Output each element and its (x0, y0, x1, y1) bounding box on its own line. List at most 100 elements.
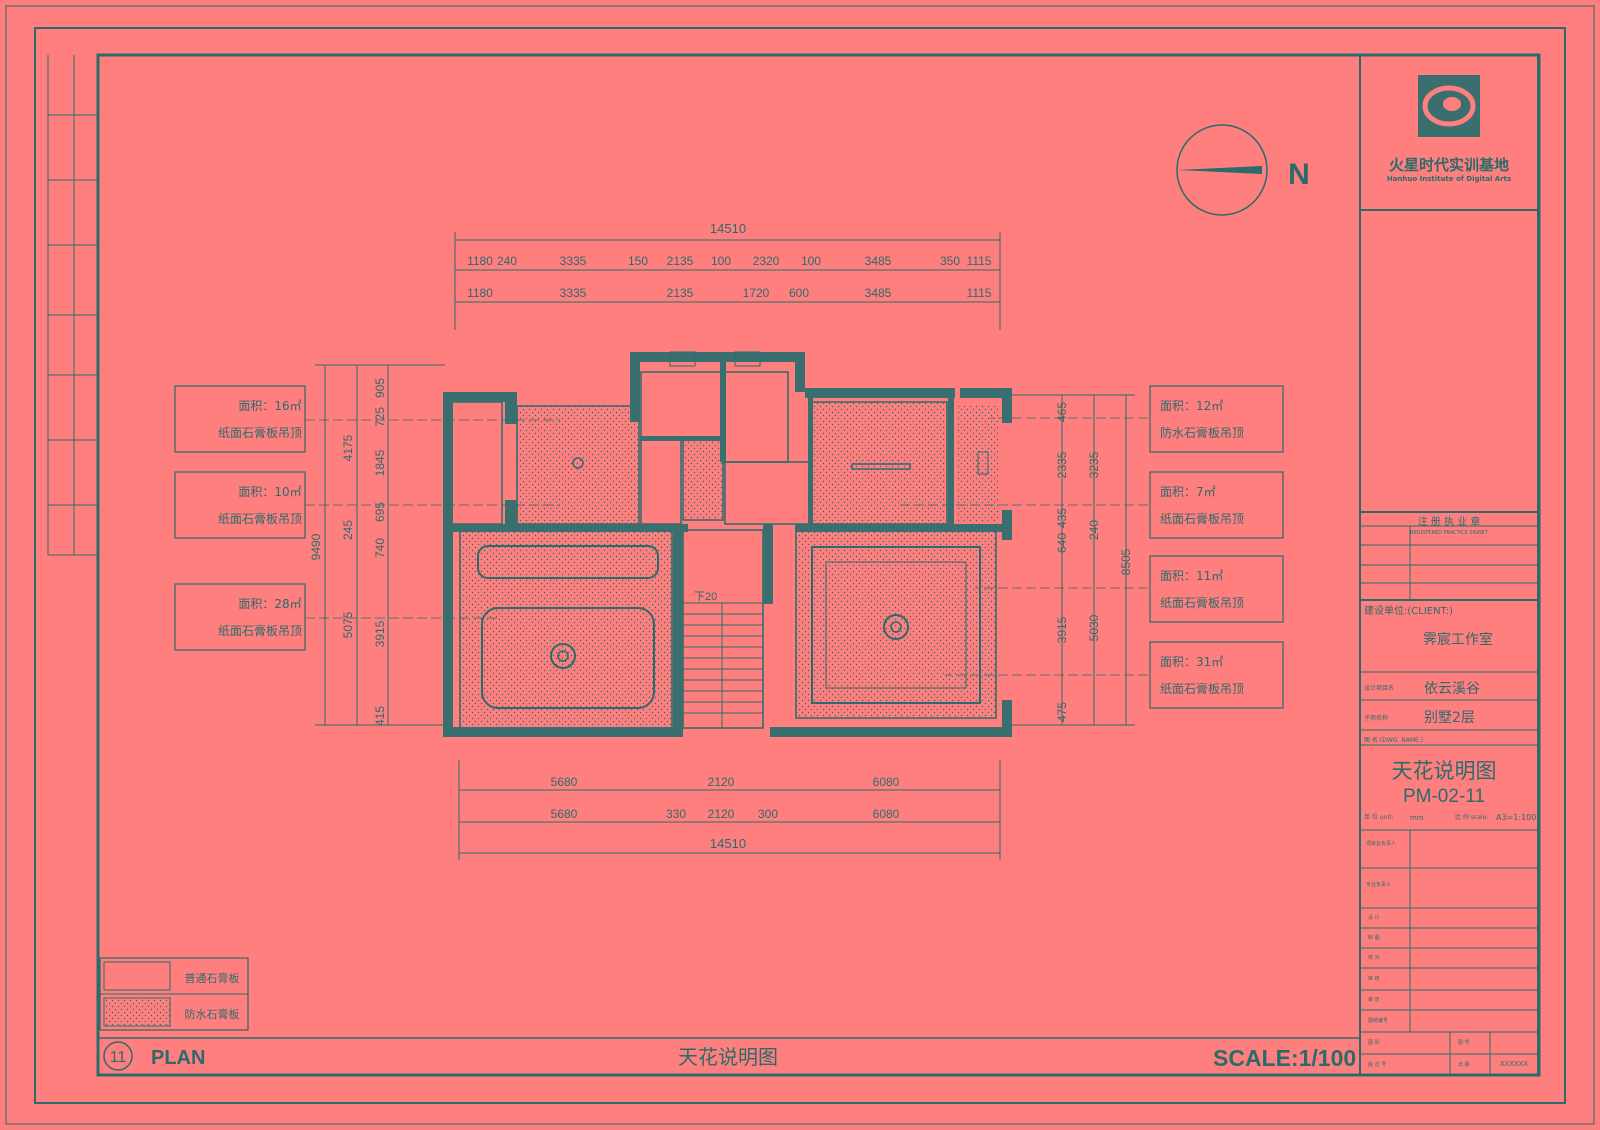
seal-title: 注 册 执 业 章 (1418, 515, 1481, 528)
dim-top-5: 2135 (667, 254, 694, 268)
dim-right-in-1: 465 (1055, 402, 1069, 422)
dim-bot-3: 6080 (873, 775, 900, 789)
plan-title: 天花说明图 (678, 1045, 778, 1069)
plan-scale: SCALE:1/100 (1213, 1045, 1356, 1071)
dim-right-in-5: 3915 (1055, 616, 1069, 643)
dim-top-2: 240 (497, 254, 517, 268)
client-name: 霁宸工作室 (1423, 631, 1493, 648)
scale-label: 比 例 scale: (1455, 813, 1488, 821)
dim-left-in-3: 1845 (373, 449, 387, 476)
dim-top-11: 1115 (967, 254, 992, 268)
dim-right-in-2: 2335 (1055, 451, 1069, 478)
dim-bot-1: 5680 (551, 775, 578, 789)
note-right-area: 面积：11㎡ (1160, 569, 1223, 583)
area-notes-right: 面积：12㎡ 防水石膏板吊顶 面积：7㎡ 纸面石膏板吊顶 面积：11㎡ 纸面石膏… (1149, 385, 1284, 709)
dim-top-3: 3335 (560, 254, 587, 268)
dim-top2-1: 1180 (467, 286, 493, 300)
note-left-area: 面积：10㎡ (238, 485, 301, 499)
date-value: XXXXXX (1500, 1061, 1528, 1068)
dim-bot-total: 14510 (710, 836, 746, 851)
note-right-type: 纸面石膏板吊顶 (1160, 595, 1244, 610)
role-row: 专业负责人 (1366, 881, 1391, 888)
dim-left-in-2: 725 (373, 407, 387, 427)
dim-top2-5: 600 (789, 286, 809, 300)
note-left-type: 纸面石膏板吊顶 (218, 623, 302, 638)
dim-bot2-1: 5680 (551, 807, 578, 821)
role-row: 校 对 (1368, 954, 1380, 961)
legend-label: 防水石膏板 (185, 1007, 240, 1021)
dim-right-mid-1: 3235 (1087, 451, 1101, 478)
dim-top2-2: 3335 (560, 286, 587, 300)
logo-name: 火星时代实训基地 (1389, 156, 1509, 174)
dimension-lines (315, 232, 1135, 860)
leader-lines (305, 417, 1148, 676)
note-left-type: 纸面石膏板吊顶 (218, 425, 302, 440)
dim-left-mid-1: 4175 (341, 434, 355, 461)
client-label: 建设单位:(CLIENT:) (1364, 604, 1453, 617)
dim-left-mid-2: 245 (341, 520, 355, 540)
dim-top-7: 2320 (753, 254, 780, 268)
role-row: 审 定 (1368, 996, 1380, 1003)
plan-label: PLAN (151, 1047, 205, 1069)
legend-swatch-plain (103, 961, 171, 991)
bedroom-ceiling-left (517, 406, 639, 524)
living-ceiling-right (796, 530, 996, 718)
dim-left-in-7: 415 (373, 706, 387, 726)
dim-top-total: 14510 (710, 221, 746, 236)
dim-right-in-3: 435 (1055, 508, 1069, 528)
dim-bot2-2: 330 (666, 807, 686, 821)
dim-top-10: 350 (940, 254, 960, 268)
role-row: 图纸编号 (1368, 1017, 1388, 1024)
dim-bot2-3: 2120 (708, 807, 735, 821)
dim-left-in-6: 3915 (373, 620, 387, 647)
role-row: 审 核 (1368, 975, 1380, 982)
dim-top2-3: 2135 (667, 286, 694, 300)
drawing-number: PM-02-11 (1403, 786, 1485, 807)
dim-top2-6: 3485 (865, 286, 892, 300)
bottom-cell: 图 别 (1368, 1039, 1380, 1046)
dim-right-outer: 8505 (1119, 548, 1133, 575)
company-logo: 火星时代实训基地 Hanhuo Institute of Digital Art… (1387, 75, 1511, 183)
dim-top-4: 150 (628, 254, 648, 268)
dim-left-mid-3: 5075 (341, 611, 355, 638)
role-row: 制 图 (1368, 934, 1380, 941)
legend: 普通石膏板 防水石膏板 (99, 957, 249, 1031)
title-block-text: 注 册 执 业 章 REGISTERED PRACTICE SIGNET 建设单… (1364, 515, 1536, 1068)
dim-top2-7: 1115 (967, 286, 992, 300)
project-label: 设计项目名 (1364, 684, 1394, 692)
bathroom-ceiling-side (958, 405, 1000, 523)
dim-left-in-1: 905 (373, 378, 387, 398)
area-notes-left: 面积：16㎡ 纸面石膏板吊顶 面积：10㎡ 纸面石膏板吊顶 面积：28㎡ 纸面石… (174, 385, 306, 651)
title-block (1359, 55, 1539, 1075)
sheet-border (34, 27, 1566, 1104)
dim-top-9: 3485 (865, 254, 892, 268)
footer-strip: 11 PLAN 天花说明图 SCALE:1/100 (98, 1037, 1360, 1071)
outer-trim-border (5, 5, 1595, 1125)
sub-label: 子项名称 (1364, 714, 1388, 722)
north-label: N (1288, 158, 1310, 191)
role-row: 设 计 (1368, 914, 1380, 921)
dim-left-in-4: 695 (373, 502, 387, 522)
stair-label: 下20 (694, 591, 717, 603)
dim-right-in-4: 640 (1055, 533, 1069, 553)
note-left-area: 面积：28㎡ (238, 597, 301, 611)
role-row: 项目总负责人 (1366, 840, 1396, 847)
legend-label: 普通石膏板 (185, 971, 240, 985)
note-right-type: 纸面石膏板吊顶 (1160, 511, 1244, 526)
left-binding-strip (47, 55, 99, 556)
floor-plan: 下20 (443, 351, 1012, 737)
logo-english: Hanhuo Institute of Digital Arts (1387, 175, 1511, 183)
dim-right-in-6: 475 (1055, 702, 1069, 722)
dim-right-mid-2: 240 (1087, 520, 1101, 540)
legend-swatch-dotted (103, 997, 171, 1027)
project-name: 依云溪谷 (1424, 681, 1480, 697)
dim-bot2-4: 300 (758, 807, 778, 821)
scale-value: A3=1:100 (1496, 813, 1536, 822)
unit-value: mm (1410, 814, 1424, 822)
note-right-area: 面积：31㎡ (1160, 655, 1223, 669)
dim-top-6: 100 (711, 254, 731, 268)
toilet-ceiling-mid (683, 440, 723, 520)
drawing-label: 图 名:(DWG. NAME.) (1364, 736, 1423, 744)
note-right-type: 防水石膏板吊顶 (1160, 425, 1244, 440)
